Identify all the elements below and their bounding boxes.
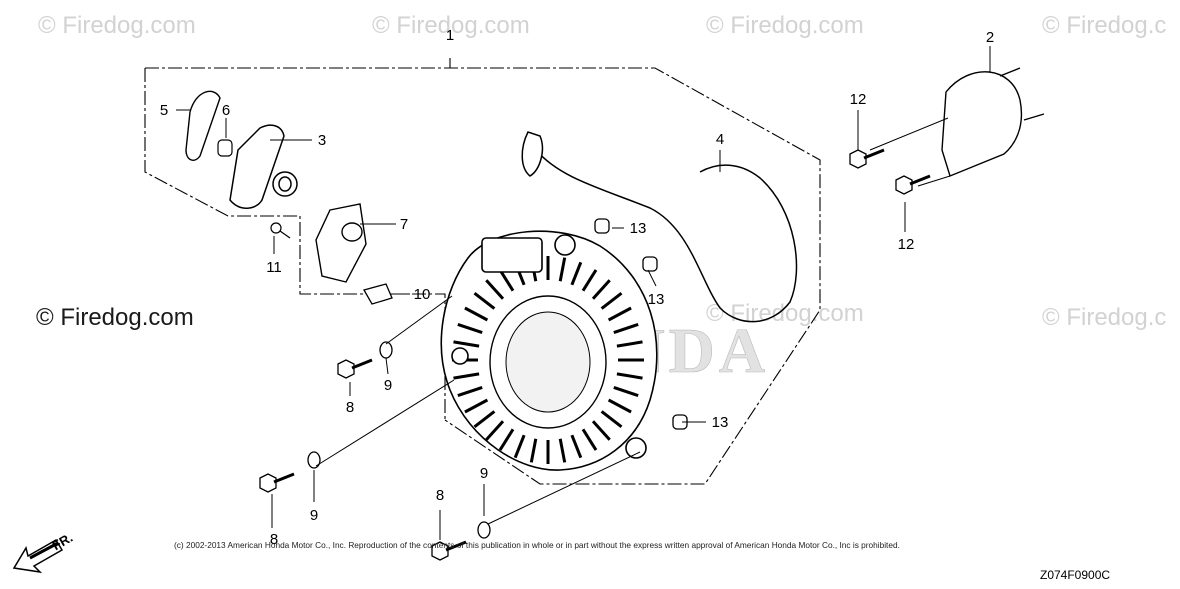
callout-11: 11 xyxy=(266,259,282,276)
callout-3: 3 xyxy=(318,132,326,149)
watermark: © Firedog.com xyxy=(706,12,864,39)
starter-cover xyxy=(941,67,1045,177)
watermark: © Firedog.com xyxy=(372,12,530,39)
callout-6: 6 xyxy=(222,102,230,119)
callout-8: 8 xyxy=(436,487,444,504)
housing-vent xyxy=(513,434,526,459)
flange-bolt xyxy=(849,148,885,169)
grip-holder xyxy=(315,203,367,283)
housing-vent xyxy=(607,398,632,414)
callout-9: 9 xyxy=(384,377,392,394)
housing-vent xyxy=(457,322,483,335)
watermark: © Firedog.com xyxy=(38,12,196,39)
watermark: © Firedog.c xyxy=(1042,304,1167,331)
screw xyxy=(270,222,291,239)
flange-bolt xyxy=(337,358,373,379)
washer xyxy=(379,341,393,359)
housing-vent xyxy=(607,306,632,322)
bolts xyxy=(259,148,931,561)
knot-pin xyxy=(217,139,233,157)
flange-bolt xyxy=(895,174,931,195)
watermark: © Firedog.com xyxy=(706,300,864,327)
housing-vent xyxy=(529,438,538,463)
housing-vent xyxy=(591,420,611,441)
housing-vent xyxy=(473,410,496,428)
nut xyxy=(642,256,658,272)
callout-9: 9 xyxy=(310,507,318,524)
leader-lines xyxy=(176,46,991,540)
diagram-code: Z074F0900C xyxy=(1040,568,1111,582)
housing-vent xyxy=(591,279,611,300)
washer xyxy=(307,451,321,469)
copyright-notice: (c) 2002-2013 American Honda Motor Co., … xyxy=(174,540,900,550)
housing-vent xyxy=(457,385,483,398)
callout-9: 9 xyxy=(480,465,488,482)
callout-12: 12 xyxy=(850,91,867,108)
housing-vent xyxy=(485,420,505,441)
callout-8: 8 xyxy=(346,399,354,416)
callout-10: 10 xyxy=(414,286,431,303)
nut xyxy=(594,218,610,234)
callout-8: 8 xyxy=(270,531,278,548)
housing-vent xyxy=(453,340,480,348)
housing-vent xyxy=(600,410,623,428)
housing-vent xyxy=(581,269,598,292)
housing-vent xyxy=(464,398,489,414)
callout-13: 13 xyxy=(630,220,647,237)
flange-bolt xyxy=(259,472,295,493)
housing-vent xyxy=(616,372,643,380)
grip-insert xyxy=(185,90,221,161)
callout-1: 1 xyxy=(446,27,454,44)
housing-vent xyxy=(498,428,515,451)
housing-vent xyxy=(581,428,598,451)
callout-13: 13 xyxy=(712,414,729,431)
housing-vent xyxy=(464,306,489,322)
housing-vent xyxy=(570,261,583,286)
nuts xyxy=(594,218,688,430)
housing-vent xyxy=(613,322,639,335)
callout-7: 7 xyxy=(400,216,408,233)
watermark-main: © Firedog.com xyxy=(36,304,194,331)
assembly-outline xyxy=(144,58,821,485)
housing-vent xyxy=(453,372,480,380)
housing-vent xyxy=(616,340,643,348)
callout-5: 5 xyxy=(160,102,168,119)
callout-12: 12 xyxy=(898,236,915,253)
housing-vent xyxy=(613,385,639,398)
housing-vent xyxy=(498,269,515,292)
flange-bolt xyxy=(431,540,467,561)
housing-vent xyxy=(558,438,567,463)
housing-vent xyxy=(600,292,623,310)
starter-housing xyxy=(440,230,658,471)
housing-vent xyxy=(473,292,496,310)
clip xyxy=(363,283,393,305)
front-direction-arrow-icon xyxy=(12,538,64,574)
callout-4: 4 xyxy=(716,131,724,148)
callouts: 1 2 3 4 5 6 7 8 8 8 9 9 9 10 11 12 12 13… xyxy=(160,27,994,548)
washer xyxy=(477,521,491,539)
housing-vent xyxy=(570,434,583,459)
callout-2: 2 xyxy=(986,29,994,46)
housing-vent xyxy=(558,257,567,282)
housing-vent xyxy=(485,279,505,300)
watermark: © Firedog.c xyxy=(1042,12,1167,39)
starter-rope xyxy=(521,131,798,323)
callout-13: 13 xyxy=(648,291,665,308)
starter-grip xyxy=(229,124,298,209)
